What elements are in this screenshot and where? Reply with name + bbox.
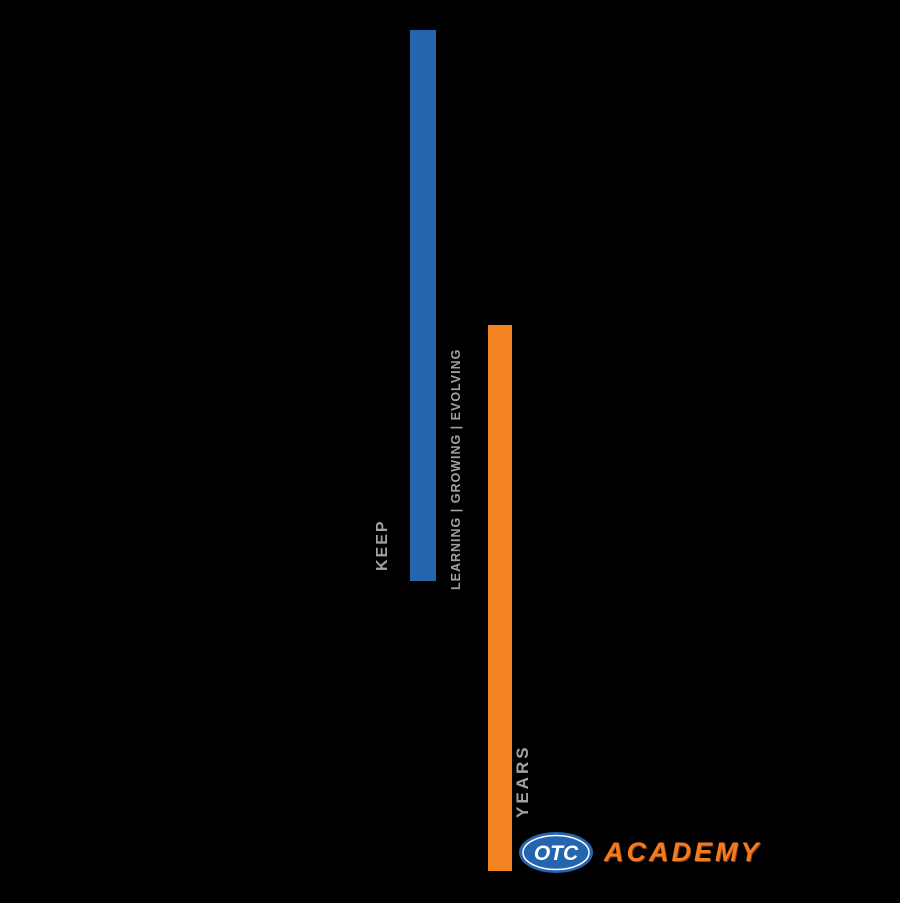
otc-logo-text: OTC bbox=[534, 842, 579, 865]
otc-oval-icon: OTC bbox=[519, 832, 593, 873]
otc-oval-ring bbox=[522, 834, 590, 871]
otc-academy-logo: OTC ACADEMY bbox=[518, 831, 762, 874]
blue-vertical-bar bbox=[410, 30, 436, 581]
years-label: YEARS bbox=[513, 744, 532, 818]
academy-wordmark: ACADEMY bbox=[604, 837, 762, 867]
otc-oval-shape bbox=[519, 832, 593, 873]
keep-label: KEEP bbox=[374, 519, 391, 571]
orange-vertical-bar bbox=[488, 325, 512, 871]
tagline-label: LEARNING | GROWING | EVOLVING bbox=[449, 348, 463, 590]
